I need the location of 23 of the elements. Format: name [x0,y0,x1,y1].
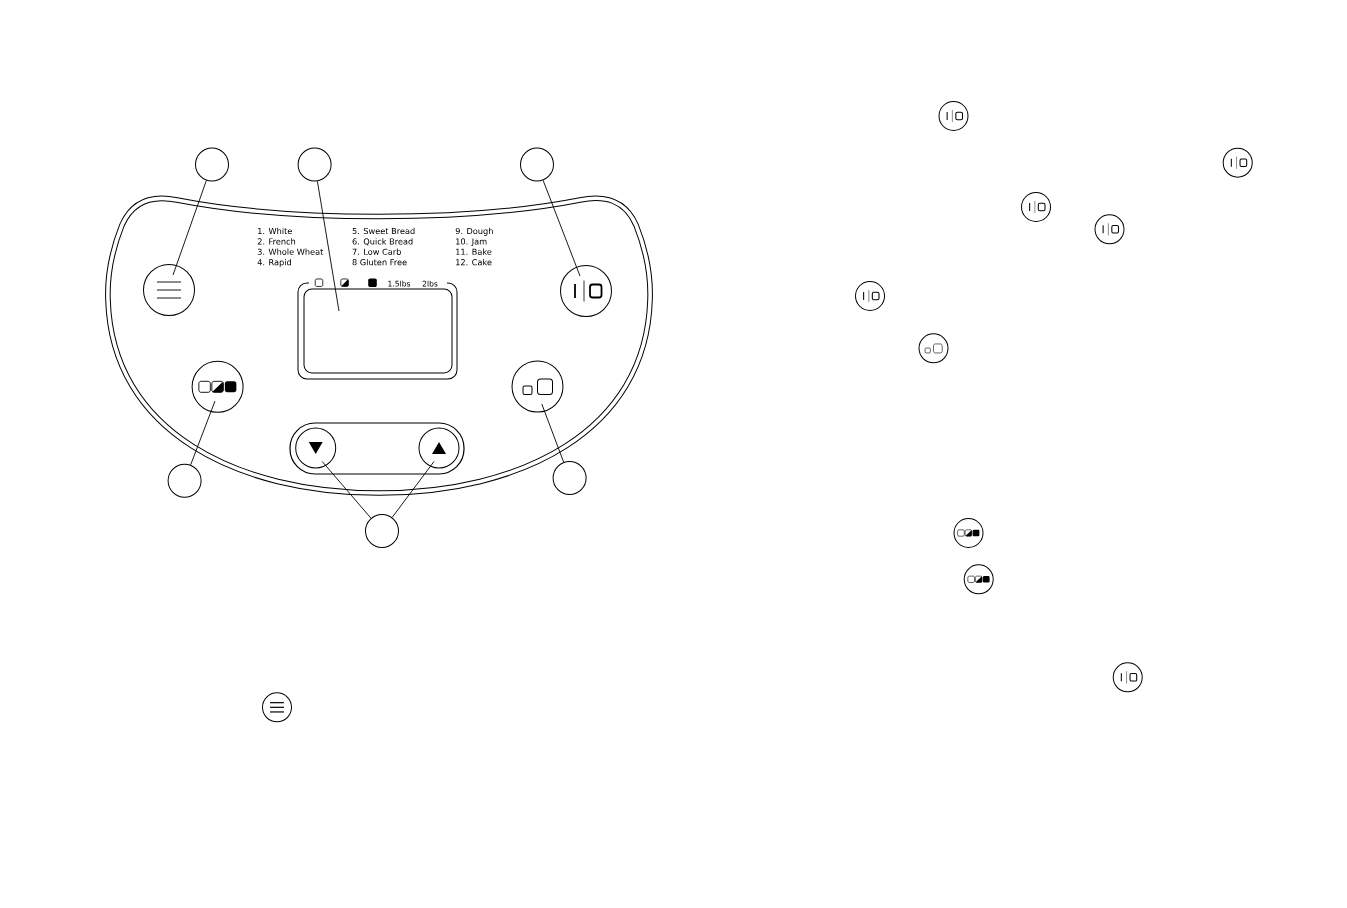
program-name: 7. Low Carb [352,248,401,255]
leader-line [316,180,340,312]
callout-circle [365,514,399,548]
leader-line [542,179,581,277]
callout-circle [195,147,229,182]
callout-circle [552,461,587,495]
program-name: 10. Jam [456,238,487,247]
leader-line [172,180,207,276]
program-name: 1. White [258,227,292,235]
program-name: 2. French [257,238,296,245]
program-name: 5. Sweet Bread [352,227,415,235]
callout-circle [520,147,554,182]
program-name: 11. Bake [456,248,492,255]
program-name: 4. Rapid [257,259,291,267]
callout-circle [167,463,202,498]
callout-circle [297,147,332,182]
program-name: 6. Quick Bread [352,238,413,246]
program-name: 8 Gluten Free [352,259,407,266]
program-name: 12. Cake [456,259,492,266]
program-name: 3. Whole Wheat [257,248,324,255]
leader-line [190,400,216,466]
leader-line [541,403,565,463]
program-name: 9. Dough [455,227,493,236]
